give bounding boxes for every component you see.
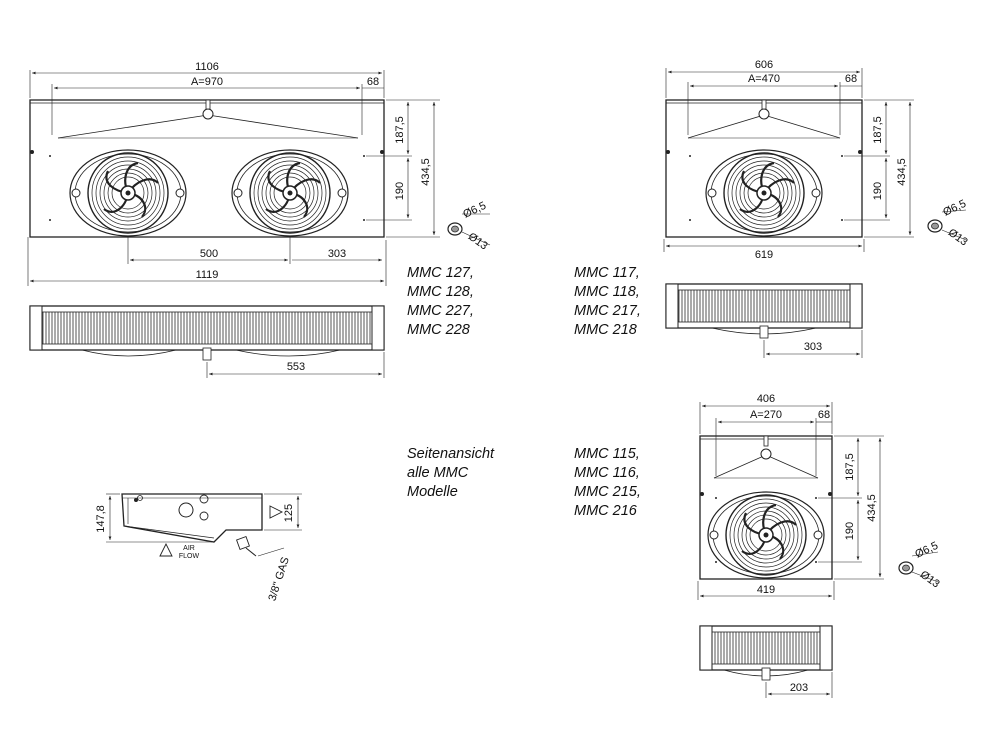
- dim-303: 303: [328, 248, 346, 260]
- dim-d6-5: Ø6,5: [461, 200, 488, 221]
- dim-d13: Ø13: [918, 569, 942, 591]
- model-label: MMC 228: [407, 322, 470, 338]
- model-label: MMC 115,: [574, 446, 640, 462]
- dim-a270: A=270: [750, 409, 782, 421]
- large-connector-icon: [447, 222, 463, 236]
- model-label: MMC 128,: [407, 284, 474, 300]
- dim-190: 190: [844, 522, 856, 540]
- small-dimension-lines: [697, 402, 939, 600]
- dim-434-5: 434,5: [896, 158, 908, 186]
- dim-68: 68: [367, 76, 379, 88]
- medium-unit-front-view: [665, 99, 943, 238]
- medium-unit-models: MMC 117, MMC 118, MMC 217, MMC 218: [574, 264, 641, 340]
- dim-d6-5: Ø6,5: [913, 540, 940, 561]
- dim-d13: Ø13: [466, 231, 490, 253]
- model-label: MMC 227,: [407, 303, 474, 319]
- dim-203: 203: [790, 682, 808, 694]
- small-unit-front-view: [699, 435, 914, 580]
- dim-303: 303: [804, 341, 822, 353]
- dim-419: 419: [757, 584, 775, 596]
- dim-406: 406: [757, 393, 775, 405]
- dim-434-5: 434,5: [866, 494, 878, 522]
- dim-553: 553: [287, 361, 305, 373]
- model-label: MMC 217,: [574, 303, 641, 319]
- dim-1119: 1119: [196, 269, 219, 281]
- dim-619: 619: [755, 249, 773, 261]
- dim-147-8: 147,8: [95, 505, 107, 533]
- air-arrow-right-icon: [269, 505, 284, 519]
- dim-187-5: 187,5: [844, 453, 856, 481]
- medium-unit-top-view: 303: [665, 283, 863, 358]
- air-arrow-up-icon: [159, 542, 173, 557]
- model-label: MMC 118,: [574, 284, 640, 300]
- model-label: MMC 218: [574, 322, 637, 338]
- large-unit-front-view: [29, 99, 463, 238]
- model-label: MMC 117,: [574, 265, 640, 281]
- side-view: 147,8 125 AIR FLOW 3/8" GAS: [95, 493, 302, 603]
- large-unit-top-view: 553: [29, 305, 385, 378]
- large-dimension-lines: [27, 70, 491, 286]
- dim-190: 190: [394, 182, 406, 200]
- dim-68: 68: [845, 73, 857, 85]
- large-unit-models: MMC 127, MMC 128, MMC 227, MMC 228: [407, 264, 474, 340]
- caption-line: Seitenansicht: [407, 446, 495, 462]
- dim-68: 68: [818, 409, 830, 421]
- medium-dimension-lines: [663, 68, 967, 252]
- dim-187-5: 187,5: [872, 116, 884, 144]
- dim-125: 125: [283, 504, 295, 522]
- model-label: MMC 216: [574, 503, 637, 519]
- model-label: MMC 127,: [407, 265, 474, 281]
- dim-190: 190: [872, 182, 884, 200]
- model-label: MMC 116,: [574, 465, 640, 481]
- dim-1106: 1106: [195, 61, 219, 73]
- dim-606: 606: [755, 59, 773, 71]
- small-unit-models: MMC 115, MMC 116, MMC 215, MMC 216: [574, 445, 641, 521]
- air-flow-label-line2: FLOW: [179, 553, 200, 560]
- medium-connector-icon: [927, 219, 943, 233]
- small-connector-icon: [898, 561, 914, 575]
- dim-a970: A=970: [191, 76, 223, 88]
- caption-line: alle MMC: [407, 465, 469, 481]
- dim-d13: Ø13: [946, 227, 970, 249]
- dim-187-5: 187,5: [394, 116, 406, 144]
- dim-d6-5: Ø6,5: [941, 198, 968, 219]
- caption-line: Modelle: [407, 484, 458, 500]
- side-view-caption: Seitenansicht alle MMC Modelle: [407, 445, 494, 502]
- dim-a470: A=470: [748, 73, 780, 85]
- gas-connection-label: 3/8" GAS: [266, 556, 291, 603]
- dim-500: 500: [200, 248, 218, 260]
- air-flow-label-line1: AIR: [183, 545, 195, 552]
- dim-434-5: 434,5: [420, 158, 432, 186]
- model-label: MMC 215,: [574, 484, 641, 500]
- small-unit-top-view: 203: [699, 625, 833, 698]
